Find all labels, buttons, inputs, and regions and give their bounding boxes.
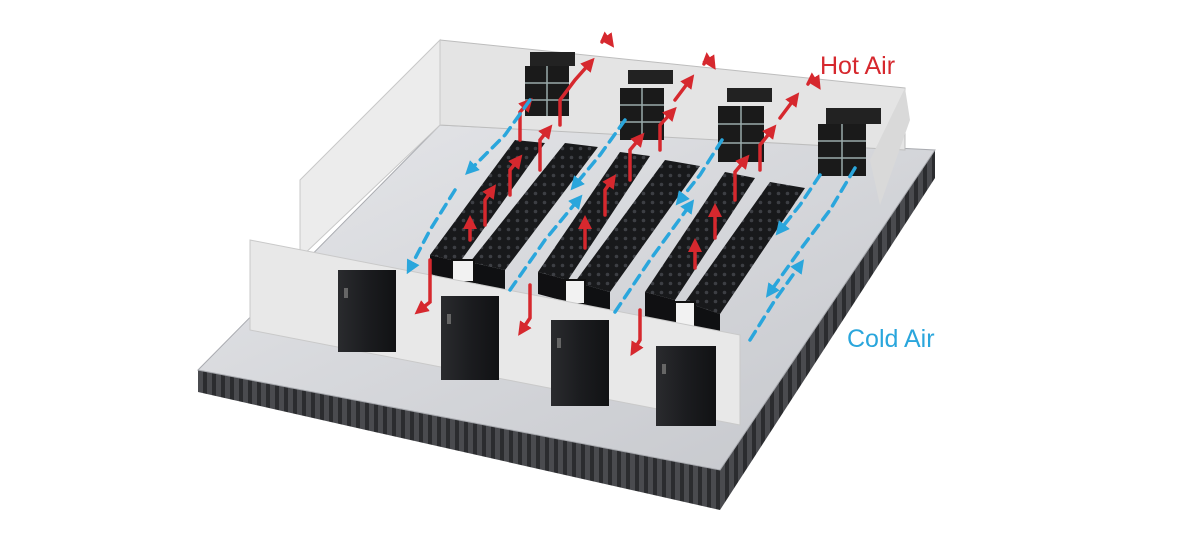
hot-air-arrow (518, 283, 532, 336)
cold-air-label: Cold Air (847, 325, 935, 353)
hot-air-arrow (758, 124, 777, 172)
cold-air-arrow (748, 259, 805, 342)
hot-air-arrow (733, 154, 750, 202)
crac-unit (441, 296, 499, 380)
cold-air-arrow (675, 138, 724, 206)
crac-unit (551, 320, 609, 406)
hot-air-arrow (600, 31, 615, 48)
hot-air-arrow (630, 308, 644, 357)
cold-air-arrow (765, 166, 857, 298)
cold-air-arrow (508, 194, 583, 292)
hot-air-arrow (673, 74, 695, 102)
cold-air-arrow (465, 98, 532, 175)
cold-air-arrow (570, 118, 627, 191)
cold-air-arrow (775, 173, 822, 236)
window (620, 88, 664, 140)
hot-air-arrow (558, 57, 595, 127)
back-crac-unit (628, 70, 673, 84)
hot-air-arrow (414, 258, 432, 315)
hot-air-arrow (602, 174, 617, 217)
cold-air-arrow (406, 188, 457, 275)
back-crac-units (530, 52, 881, 124)
floor-edge-front (198, 370, 720, 510)
window (718, 106, 764, 162)
hot-air-arrow (508, 154, 523, 197)
back-crac-unit (826, 108, 881, 124)
rack-end-panel (564, 279, 586, 305)
back-crac-unit (727, 88, 772, 102)
window (818, 124, 866, 176)
front-crac-units (338, 270, 716, 426)
hot-air-arrow (538, 124, 553, 172)
window (525, 66, 569, 116)
crac-unit (656, 346, 716, 426)
hot-air-arrows (414, 31, 821, 357)
crac-unit (338, 270, 396, 352)
hot-air-arrow (482, 184, 497, 227)
hot-air-arrow (658, 106, 677, 152)
hot-air-arrow (806, 72, 821, 90)
hot-air-label: Hot Air (820, 52, 896, 80)
floor-edge-right (720, 150, 935, 510)
rack-row (470, 143, 598, 290)
back-crac-unit (530, 52, 575, 66)
rack-end-panel (451, 259, 475, 283)
hot-air-arrow (778, 92, 800, 120)
right-wall (870, 88, 910, 205)
server-racks (430, 140, 805, 340)
cold-air-arrow (613, 199, 695, 314)
hot-air-arrow (628, 132, 645, 182)
cold-air-arrows (406, 98, 857, 342)
hot-air-arrow (702, 52, 716, 70)
rack-row (538, 152, 650, 302)
